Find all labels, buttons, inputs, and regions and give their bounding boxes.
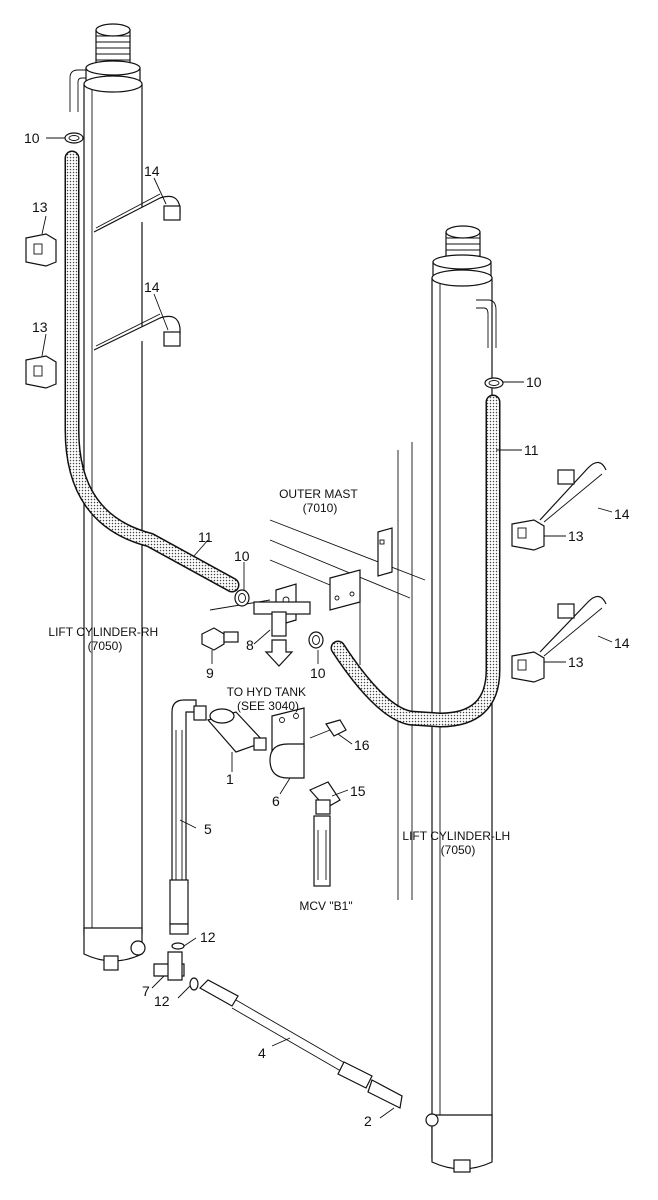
mcv-label: MCV "B1" (299, 899, 352, 913)
callout-14: 14 (614, 635, 630, 651)
callout-8: 8 (246, 637, 254, 653)
callout-14: 14 (144, 279, 160, 295)
callout-numbers: 10 14 13 14 13 10 11 14 13 11 10 8 9 10 … (24, 130, 630, 1129)
callout-12: 12 (154, 993, 170, 1009)
callout-12: 12 (200, 929, 216, 945)
hyd-tank-label: TO HYD TANK (SEE 3040) (227, 685, 310, 713)
callout-10: 10 (24, 130, 40, 146)
callout-13: 13 (568, 654, 584, 670)
lift-cylinder-lh-label: LIFT CYLINDER-LH (7050) (402, 829, 513, 857)
callout-13: 13 (32, 199, 48, 215)
mcv-line (313, 815, 331, 887)
callout-7: 7 (142, 983, 150, 999)
callout-11: 11 (524, 442, 539, 458)
callout-16: 16 (354, 737, 370, 753)
tee-fitting-8 (253, 583, 311, 667)
callout-11: 11 (198, 529, 213, 545)
elbow-15 (309, 781, 341, 815)
lift-cylinder-rh-label: LIFT CYLINDER-RH (7050) (48, 625, 161, 653)
hose-lh-11 (330, 394, 501, 728)
hose-5 (169, 699, 207, 935)
leader-lines (41, 137, 613, 1119)
lift-cylinder-rh (69, 23, 146, 971)
callout-10: 10 (234, 548, 250, 564)
outer-mast-label: OUTER MAST (7010) (279, 487, 361, 515)
callout-14: 14 (614, 506, 630, 522)
outer-mast (209, 442, 426, 900)
cable-tie-14 (93, 193, 607, 657)
bracket-6 (269, 707, 305, 779)
callout-1: 1 (226, 771, 234, 787)
valve-1 (206, 708, 267, 753)
plug-9 (201, 627, 239, 651)
callout-6: 6 (272, 793, 280, 809)
bolt-16 (309, 719, 347, 739)
callout-2: 2 (364, 1113, 372, 1129)
callout-10: 10 (526, 374, 542, 390)
clamp-13 (25, 233, 545, 683)
hose-rh-11 (64, 150, 240, 593)
callout-9: 9 (206, 665, 214, 681)
callout-14: 14 (144, 163, 160, 179)
callout-13: 13 (32, 319, 48, 335)
callout-10: 10 (310, 665, 326, 681)
callout-4: 4 (258, 1045, 266, 1061)
callout-13: 13 (568, 528, 584, 544)
callout-15: 15 (350, 783, 366, 799)
tee-fitting-7 (153, 951, 185, 981)
o-ring-10 (64, 132, 504, 649)
callout-5: 5 (204, 821, 212, 837)
hose-4 (199, 979, 403, 1109)
